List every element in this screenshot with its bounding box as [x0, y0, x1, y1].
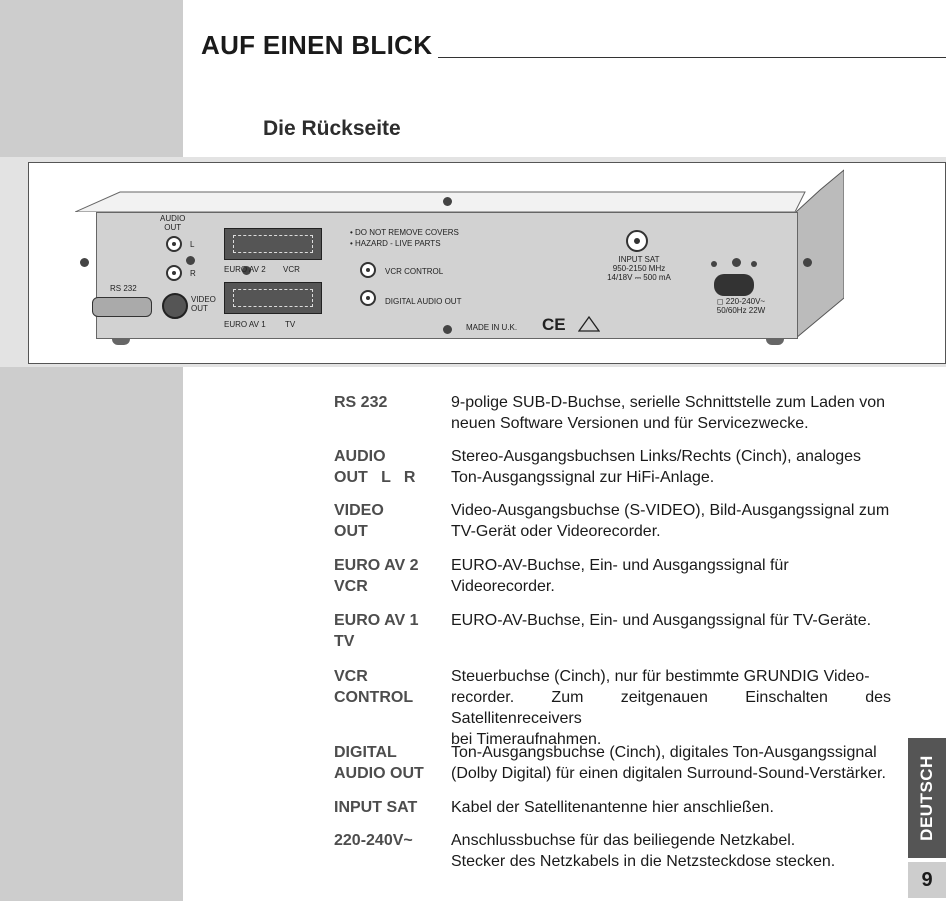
video-out-label: VIDEO OUT [191, 295, 216, 313]
audio-r-label: R [190, 269, 196, 278]
term-rs232: RS 232 [334, 394, 388, 411]
desc-euro-av1: EURO-AV-Buchse, Ein- und Ausgangssignal … [451, 612, 872, 629]
ce-mark: CE [542, 315, 566, 334]
euro-av1-label: EURO AV 1 [224, 320, 266, 329]
input-sat-label: INPUT SAT 950-2150 MHz 14/18V ⎓ 500 mA [607, 255, 671, 282]
term-input-sat: INPUT SAT [334, 799, 418, 816]
term-euro-av1: EURO AV 1 TV [334, 612, 419, 650]
desc-input-sat: Kabel der Satellitenantenne hier anschli… [451, 799, 774, 816]
desc-vcr-control: Steuerbuchse (Cinch), nur für bestimmte … [451, 668, 891, 748]
input-sat-f-connector [626, 230, 648, 252]
desc-rs232: 9-polige SUB-D-Buchse, serielle Schnitts… [451, 394, 885, 432]
screw-icon [732, 258, 741, 267]
vcr-control-label: VCR CONTROL [385, 267, 444, 276]
warning-no-covers: • DO NOT REMOVE COVERS [350, 228, 459, 237]
euro-av2-scart-socket [224, 228, 322, 260]
header-rule [438, 57, 946, 58]
device-side-outline [796, 169, 844, 338]
page-number: 9 [908, 862, 946, 898]
screw-icon [443, 197, 452, 206]
term-power: 220-240V~ [334, 832, 413, 849]
vcr-label: VCR [283, 265, 300, 274]
device-rear-panel [96, 212, 798, 339]
left-margin-band [0, 0, 183, 901]
desc-audio-out: Stereo-Ausgangsbuchsen Links/Rechts (Cin… [451, 448, 862, 486]
section-title: Die Rückseite [263, 117, 401, 140]
screw-icon [242, 266, 251, 275]
term-vcr-control: VCR CONTROL [334, 668, 414, 706]
desc-power: Anschlussbuchse für das beiliegende Netz… [451, 832, 836, 870]
made-in-label: MADE IN U.K. [466, 323, 518, 332]
term-digital-audio-out: DIGITAL AUDIO OUT [334, 744, 424, 782]
screw-icon [443, 325, 452, 334]
screw-icon [711, 261, 717, 267]
audio-l-label: L [190, 240, 195, 249]
device-top-outline [75, 191, 806, 212]
vcr-control-jack [360, 262, 376, 278]
device-foot [112, 338, 130, 345]
safety-mark-icon [578, 316, 600, 332]
audio-out-r-jack [166, 265, 182, 281]
screw-icon [751, 261, 757, 267]
screw-icon [80, 258, 89, 267]
desc-digital-audio-out: Ton-Ausgangsbuchse (Cinch), digitales To… [451, 744, 886, 782]
device-foot [766, 338, 784, 345]
rs232-connector [92, 297, 152, 317]
term-video-out: VIDEO OUT [334, 502, 384, 540]
audio-out-label: AUDIO OUT [160, 214, 186, 232]
term-euro-av2: EURO AV 2 VCR [334, 557, 419, 595]
language-tab: DEUTSCH [908, 738, 946, 858]
digital-audio-out-label: DIGITAL AUDIO OUT [385, 297, 462, 306]
term-audio-out: AUDIO OUT L R [334, 448, 416, 486]
digital-audio-out-jack [360, 290, 376, 306]
mains-socket [714, 274, 754, 296]
page-header-title: AUF EINEN BLICK [201, 30, 433, 60]
euro-av1-scart-socket [224, 282, 322, 314]
screw-icon [186, 256, 195, 265]
language-tab-label: DEUTSCH [917, 755, 936, 841]
desc-video-out: Video-Ausgangsbuchse (S-VIDEO), Bild-Aus… [451, 502, 890, 540]
audio-out-l-jack [166, 236, 182, 252]
warning-live-parts: • HAZARD - LIVE PARTS [350, 239, 441, 248]
screw-icon [803, 258, 812, 267]
power-rating-label: ◻ 220-240V~ 50/60Hz 22W [716, 297, 766, 315]
rs232-label: RS 232 [110, 284, 137, 293]
euro-av2-label: EURO AV 2 [224, 265, 266, 274]
svideo-jack [162, 293, 188, 319]
tv-label: TV [285, 320, 296, 329]
desc-euro-av2: EURO-AV-Buchse, Ein- und Ausgangssignal … [451, 557, 789, 595]
